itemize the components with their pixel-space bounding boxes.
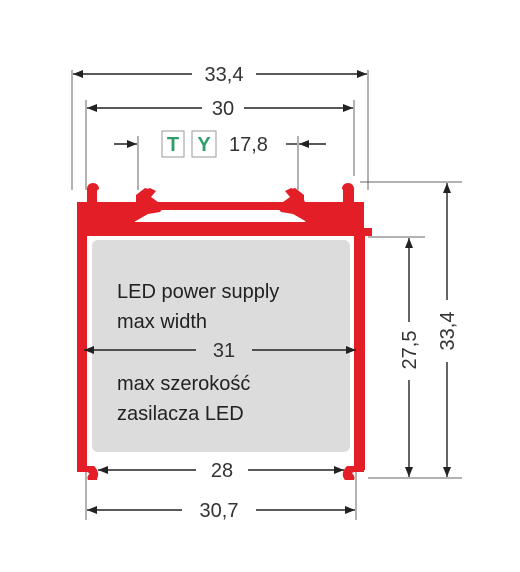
label-pl-line1: max szerokość bbox=[117, 373, 250, 395]
dim-inner-top-width-value: 30 bbox=[212, 98, 234, 120]
dim-bottom-inner-width: 28 bbox=[98, 460, 344, 482]
dim-slot-width-value: 17,8 bbox=[229, 134, 268, 156]
profile-top-flange bbox=[77, 202, 364, 210]
dim-bottom-outer-width: 30,7 bbox=[87, 500, 355, 522]
profile-right-lip bbox=[362, 228, 372, 236]
dim-bottom-outer-width-value: 30,7 bbox=[200, 500, 239, 522]
badge-y-box bbox=[191, 130, 217, 158]
badge-t: T bbox=[167, 134, 179, 156]
aluminum-profile bbox=[77, 183, 372, 480]
profile-inner-shelf bbox=[87, 222, 354, 230]
dim-led-supply-width-value: 31 bbox=[213, 340, 235, 362]
profile-left-wall bbox=[77, 206, 87, 472]
dim-outer-width-value: 33,4 bbox=[205, 64, 244, 86]
profile-top-left-hook bbox=[87, 183, 99, 202]
dim-bottom-inner-width-value: 28 bbox=[211, 460, 233, 482]
dim-inner-height-value: 27,5 bbox=[399, 331, 421, 370]
dim-slot-width: T Y 17,8 bbox=[114, 130, 326, 158]
profile-body bbox=[77, 184, 372, 480]
label-en-line1: LED power supply bbox=[117, 281, 279, 303]
badge-t-box bbox=[161, 130, 185, 158]
profile-right-wall bbox=[354, 206, 364, 472]
label-pl-line2: zasilacza LED bbox=[117, 403, 244, 425]
profile-bottom-right-foot bbox=[342, 466, 364, 480]
extension-lines bbox=[71, 70, 462, 520]
dim-led-supply-width: 31 bbox=[84, 340, 356, 362]
profile-left-slot-clip bbox=[128, 188, 168, 222]
dim-outer-width: 33,4 bbox=[73, 64, 367, 86]
profile-bottom-left-foot bbox=[77, 466, 99, 480]
badge-y: Y bbox=[197, 134, 211, 156]
profile-top-right-hook bbox=[342, 183, 354, 202]
led-supply-cavity bbox=[92, 240, 350, 452]
dim-outer-height-value: 33,4 bbox=[437, 312, 459, 351]
dim-outer-height: 33,4 bbox=[437, 183, 459, 477]
profile-right-slot-clip bbox=[273, 188, 313, 222]
dim-inner-height: 27,5 bbox=[399, 238, 421, 477]
label-en-line2: max width bbox=[117, 311, 207, 333]
dim-inner-top-width: 30 bbox=[87, 98, 353, 120]
